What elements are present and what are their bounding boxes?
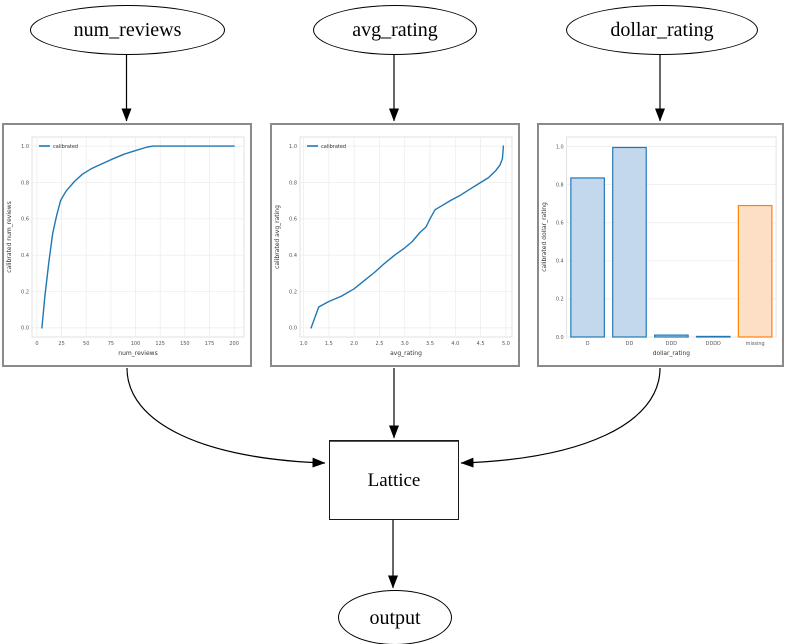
svg-text:0.6: 0.6 — [556, 220, 564, 226]
svg-text:missing: missing — [746, 341, 765, 347]
node-num-reviews-label: num_reviews — [73, 19, 182, 41]
svg-text:3.0: 3.0 — [401, 341, 409, 347]
edge-num-reviews-calibrator-to-lattice-arrow — [126, 367, 326, 468]
svg-text:DDD: DDD — [666, 341, 678, 347]
svg-text:4.5: 4.5 — [477, 341, 485, 347]
svg-text:0.2: 0.2 — [289, 289, 297, 295]
svg-text:0.0: 0.0 — [556, 335, 564, 341]
svg-text:1.5: 1.5 — [325, 341, 333, 347]
node-dollar-rating: dollar_rating — [566, 5, 758, 55]
svg-text:avg_rating: avg_rating — [390, 350, 422, 357]
svg-text:calibrated: calibrated — [321, 144, 346, 150]
svg-text:3.5: 3.5 — [426, 341, 434, 347]
svg-text:DD: DD — [626, 341, 634, 347]
svg-text:4.0: 4.0 — [451, 341, 459, 347]
node-lattice-label: Lattice — [367, 469, 421, 491]
svg-text:0.4: 0.4 — [289, 253, 297, 259]
svg-text:1.0: 1.0 — [556, 144, 564, 150]
svg-text:1.0: 1.0 — [21, 144, 29, 150]
svg-text:calibrated num_reviews: calibrated num_reviews — [6, 201, 13, 272]
svg-text:50: 50 — [83, 341, 89, 347]
svg-text:5.0: 5.0 — [502, 341, 510, 347]
svg-text:200: 200 — [229, 341, 239, 347]
num-reviews-calibration-chart: 0.0 0.2 0.4 0.6 0.8 1.0 0 25 50 75 100 125 150 175 200… — [2, 123, 252, 367]
svg-text:0.8: 0.8 — [21, 180, 29, 186]
svg-text:0.2: 0.2 — [556, 297, 564, 303]
svg-text:0.4: 0.4 — [21, 253, 29, 259]
node-output-label: output — [369, 606, 421, 629]
svg-text:calibrated: calibrated — [53, 144, 78, 150]
svg-text:0.4: 0.4 — [556, 259, 564, 265]
svg-text:dollar_rating: dollar_rating — [653, 350, 690, 357]
svg-text:D: D — [586, 341, 590, 347]
avg-rating-calibration-plot: 0.0 0.2 0.4 0.6 0.8 1.0 1.0 1.5 2.0 2.5 3.0 3.5 4.0 4… — [274, 136, 513, 357]
node-lattice: Lattice — [329, 440, 459, 520]
node-num-reviews: num_reviews — [30, 5, 225, 55]
svg-text:0.6: 0.6 — [289, 217, 297, 223]
node-dollar-rating-label: dollar_rating — [610, 19, 714, 41]
svg-text:calibrated avg_rating: calibrated avg_rating — [274, 205, 281, 269]
svg-text:0.8: 0.8 — [289, 180, 297, 186]
svg-text:0.8: 0.8 — [556, 182, 564, 188]
svg-text:125: 125 — [155, 341, 165, 347]
svg-text:100: 100 — [131, 341, 141, 347]
svg-text:0: 0 — [35, 341, 38, 347]
avg-rating-calibration-chart: 0.0 0.2 0.4 0.6 0.8 1.0 1.0 1.5 2.0 2.5 3.0 3.5 4.0 4… — [270, 123, 520, 367]
svg-text:num_reviews: num_reviews — [118, 350, 157, 357]
svg-text:0.2: 0.2 — [21, 289, 29, 295]
num-reviews-calibration-plot: 0.0 0.2 0.4 0.6 0.8 1.0 0 25 50 75 100 125 150 175 200… — [6, 136, 245, 357]
svg-text:175: 175 — [205, 341, 215, 347]
edge-dollar-rating-calibrator-to-lattice-arrow — [460, 367, 661, 468]
svg-text:0.0: 0.0 — [289, 326, 297, 332]
node-avg-rating: avg_rating — [313, 5, 477, 55]
svg-text:25: 25 — [58, 341, 64, 347]
svg-text:0.0: 0.0 — [21, 326, 29, 332]
svg-text:2.5: 2.5 — [375, 341, 383, 347]
node-output: output — [338, 590, 452, 644]
svg-text:1.0: 1.0 — [300, 341, 308, 347]
svg-text:DDDD: DDDD — [706, 341, 721, 347]
svg-text:2.0: 2.0 — [350, 341, 358, 347]
svg-text:calibrated dollar_rating: calibrated dollar_rating — [541, 202, 548, 272]
svg-text:150: 150 — [180, 341, 190, 347]
node-avg-rating-label: avg_rating — [352, 19, 438, 41]
svg-text:0.6: 0.6 — [21, 217, 29, 223]
svg-text:1.0: 1.0 — [289, 144, 297, 150]
svg-text:75: 75 — [108, 341, 114, 347]
